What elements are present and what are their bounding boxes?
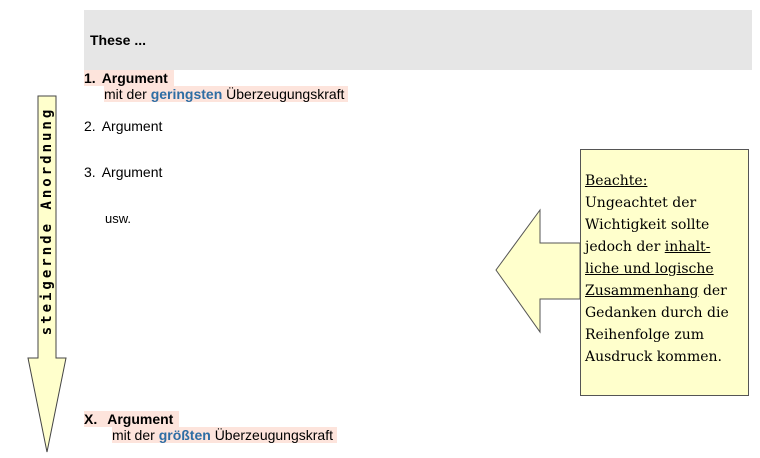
note-line-2: Wichtigkeit sollte	[585, 217, 710, 233]
note-line-6: Gedanken durch die	[585, 305, 729, 321]
argument-x-sub-highlight: größten	[158, 427, 211, 443]
argument-1-label: Argument	[101, 70, 168, 86]
increasing-order-label: steigernde Anordnung	[39, 106, 55, 336]
argument-x-sub-prefix: mit der	[112, 427, 155, 443]
note-line-4: liche und logische	[585, 261, 714, 277]
note-line-5b: der	[702, 283, 727, 299]
argument-2-number: 2.	[84, 118, 96, 134]
argument-1-sub-prefix: mit der	[104, 86, 147, 102]
argument-1: 1. Argument mit der geringsten Überzeugu…	[84, 70, 349, 102]
header-title: These ...	[90, 32, 147, 48]
argument-x-subtitle: mit der größten Überzeugungskraft	[112, 427, 337, 443]
argument-3: 3. Argument	[84, 164, 162, 180]
note-line-8: Ausdruck kommen.	[585, 349, 722, 365]
argument-3-number: 3.	[84, 164, 96, 180]
note-box	[580, 149, 749, 396]
argument-1-sub-highlight: geringsten	[150, 86, 223, 102]
note-line-7: Reihenfolge zum	[585, 327, 705, 343]
argument-3-label: Argument	[101, 164, 163, 180]
argument-2-label: Argument	[101, 118, 163, 134]
note-line-5a: Zusammenhang	[585, 283, 699, 299]
argument-x: X. Argument mit der größten Überzeugungs…	[84, 411, 337, 443]
note-text: Beachte: Ungeachtet der Wichtigkeit soll…	[585, 170, 750, 368]
etc-label: usw.	[105, 211, 132, 226]
note-line-3b: inhalt-	[664, 239, 711, 255]
argument-1-subtitle: mit der geringsten Überzeugungskraft	[104, 86, 349, 102]
argument-x-sub-suffix: Überzeugungskraft	[214, 427, 333, 443]
header-band: These ...	[84, 10, 752, 70]
argument-x-label: Argument	[107, 411, 174, 427]
left-arrow-shape	[495, 208, 581, 334]
argument-x-number: X.	[84, 411, 98, 427]
note-title: Beachte:	[585, 173, 648, 189]
argument-1-sub-suffix: Überzeugungskraft	[226, 86, 345, 102]
argument-2: 2. Argument	[84, 118, 162, 134]
note-line-1: Ungeachtet der	[585, 195, 697, 211]
argument-1-number: 1.	[84, 70, 96, 86]
note-line-3a: jedoch der	[585, 239, 661, 255]
down-arrow-shape	[27, 95, 67, 453]
